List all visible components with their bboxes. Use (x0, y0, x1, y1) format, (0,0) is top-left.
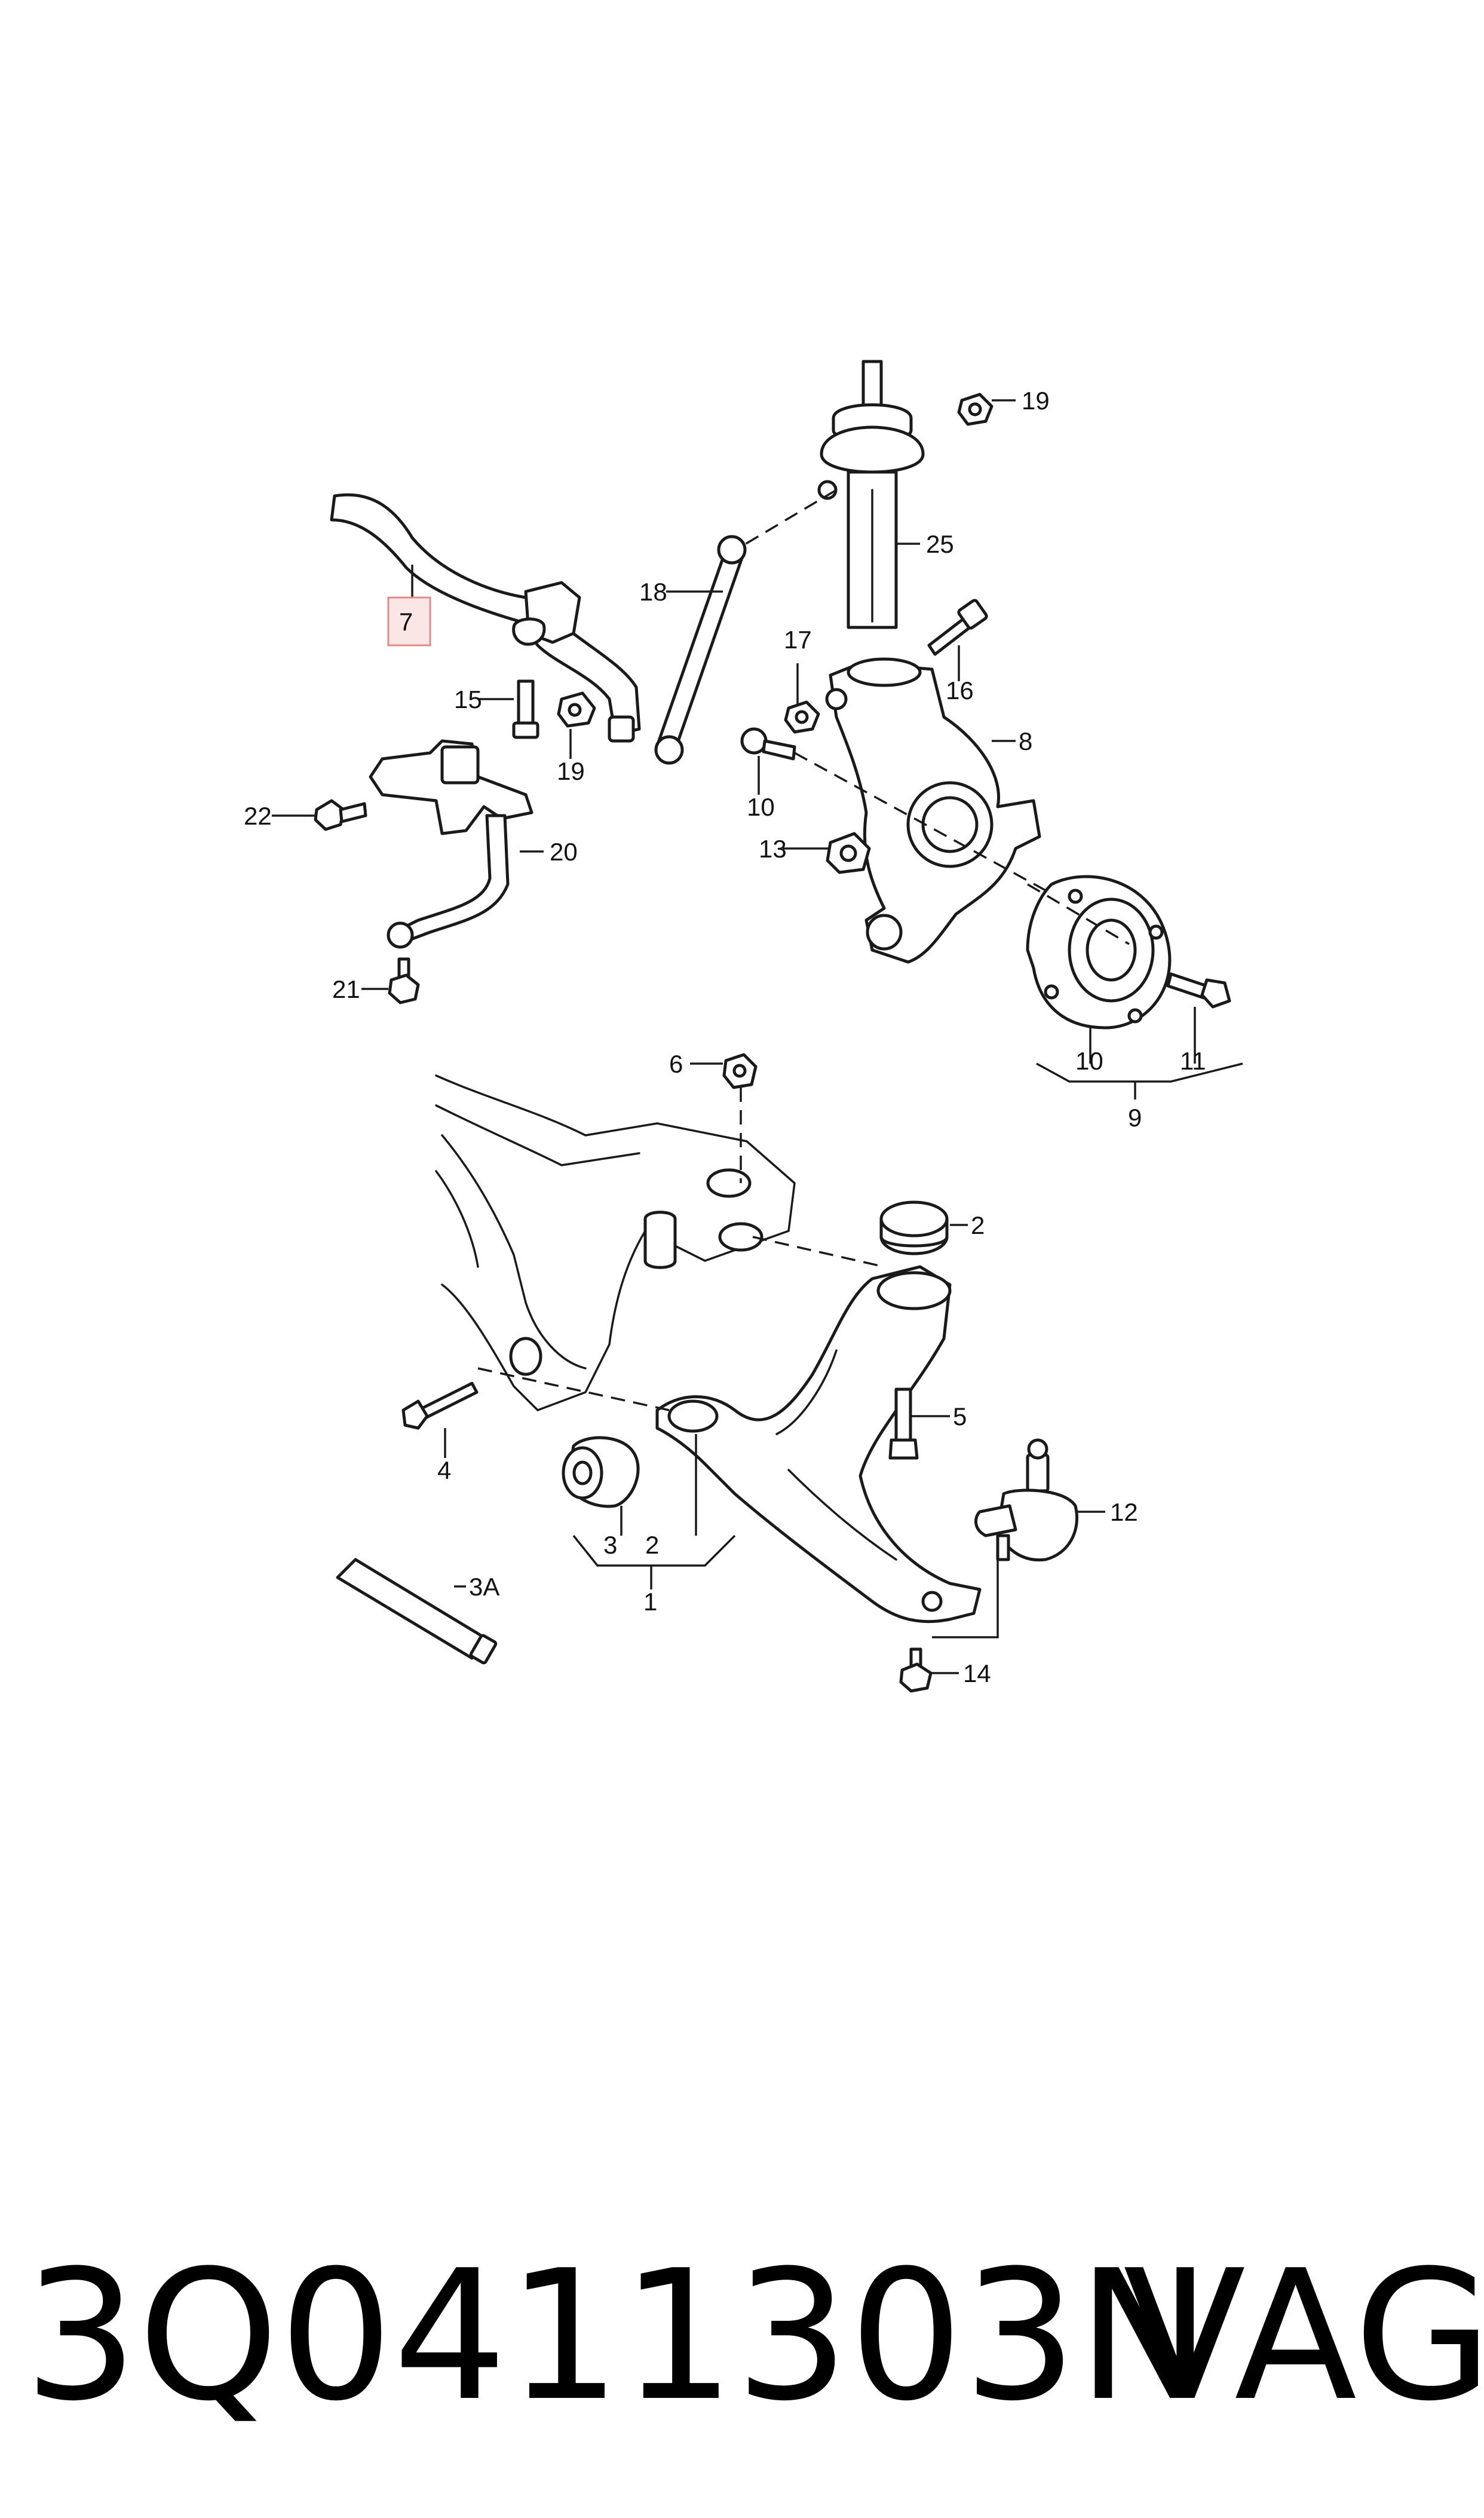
callout-20[interactable]: 20 (550, 838, 578, 866)
ball-joint-12[interactable] (974, 1438, 1079, 1562)
bolt-5[interactable] (888, 1387, 919, 1460)
callout-3[interactable]: 3 (603, 1531, 617, 1559)
nut-13[interactable] (826, 832, 871, 874)
bolt-11[interactable] (1166, 972, 1231, 1009)
callout-11[interactable]: 11 (1180, 1047, 1206, 1075)
shock-absorber-25[interactable] (817, 360, 925, 629)
callout-17[interactable]: 17 (784, 626, 812, 654)
wheel-hub-9[interactable] (1026, 875, 1172, 1030)
callouts: 7 19 25 18 17 16 15 19 8 10 13 22 20 21 … (244, 387, 1206, 1687)
callout-16[interactable]: 16 (946, 676, 974, 704)
callout-19-lower[interactable]: 19 (557, 757, 585, 785)
stabilizer-bar[interactable] (330, 493, 641, 737)
bolt-16[interactable] (927, 599, 988, 656)
bolt-22[interactable] (314, 799, 367, 831)
callout-3a[interactable]: 3A (469, 1573, 499, 1601)
nut-17[interactable] (784, 700, 820, 734)
nut-21[interactable] (388, 957, 420, 1004)
callout-15[interactable]: 15 (454, 685, 482, 713)
callout-10-upper[interactable]: 10 (747, 793, 775, 821)
bolt-15[interactable] (512, 679, 539, 739)
callout-14[interactable]: 14 (963, 1659, 991, 1687)
callout-19-top[interactable]: 19 (1022, 387, 1050, 415)
callout-12[interactable]: 12 (1110, 1498, 1138, 1526)
callout-10-hub[interactable]: 10 (1075, 1047, 1103, 1075)
nut-14[interactable] (899, 1647, 933, 1693)
callout-2-front[interactable]: 2 (645, 1531, 659, 1559)
parts-diagram: 7 19 25 18 17 16 15 19 8 10 13 22 20 21 … (244, 360, 1243, 1693)
bolt-10-upper[interactable] (740, 727, 796, 761)
callout-7[interactable]: 7 (399, 608, 413, 636)
callout-6[interactable]: 6 (669, 1050, 683, 1078)
nut-6[interactable] (722, 1053, 758, 1089)
callout-8[interactable]: 8 (1019, 727, 1032, 755)
callout-1[interactable]: 1 (643, 1588, 657, 1616)
control-arm-1[interactable] (655, 1265, 982, 1623)
callout-18[interactable]: 18 (639, 578, 667, 606)
bush-2-rear[interactable] (879, 1200, 949, 1255)
bolt-4[interactable] (401, 1381, 479, 1430)
bush-3-front[interactable] (562, 1436, 640, 1508)
part-caption: 3Q0411303N VAG (0, 2211, 1484, 2462)
highlight-box-7 (387, 596, 431, 647)
callout-4[interactable]: 4 (437, 1456, 451, 1484)
grease-tube-3a[interactable] (336, 1558, 498, 1665)
part-number: 3Q0411303N (24, 2232, 1212, 2440)
callout-5[interactable]: 5 (953, 1402, 967, 1430)
brand-name: VAG (1123, 2232, 1484, 2440)
leader-lines (272, 399, 1243, 1674)
callout-25[interactable]: 25 (926, 530, 954, 558)
nut-19-lower[interactable] (557, 691, 596, 728)
subframe (435, 1074, 796, 1412)
assembly-lines (477, 489, 1130, 1411)
nut-19-top[interactable] (957, 393, 994, 426)
callout-13[interactable]: 13 (759, 835, 787, 863)
callout-22[interactable]: 22 (244, 802, 272, 830)
callout-21[interactable]: 21 (332, 975, 360, 1003)
level-sensor-20[interactable] (369, 739, 533, 949)
coupling-rod-18[interactable] (608, 535, 747, 765)
callout-9[interactable]: 9 (1128, 1104, 1142, 1132)
callout-2-rear[interactable]: 2 (971, 1211, 985, 1239)
wheel-bearing-housing-8[interactable] (825, 657, 1041, 964)
